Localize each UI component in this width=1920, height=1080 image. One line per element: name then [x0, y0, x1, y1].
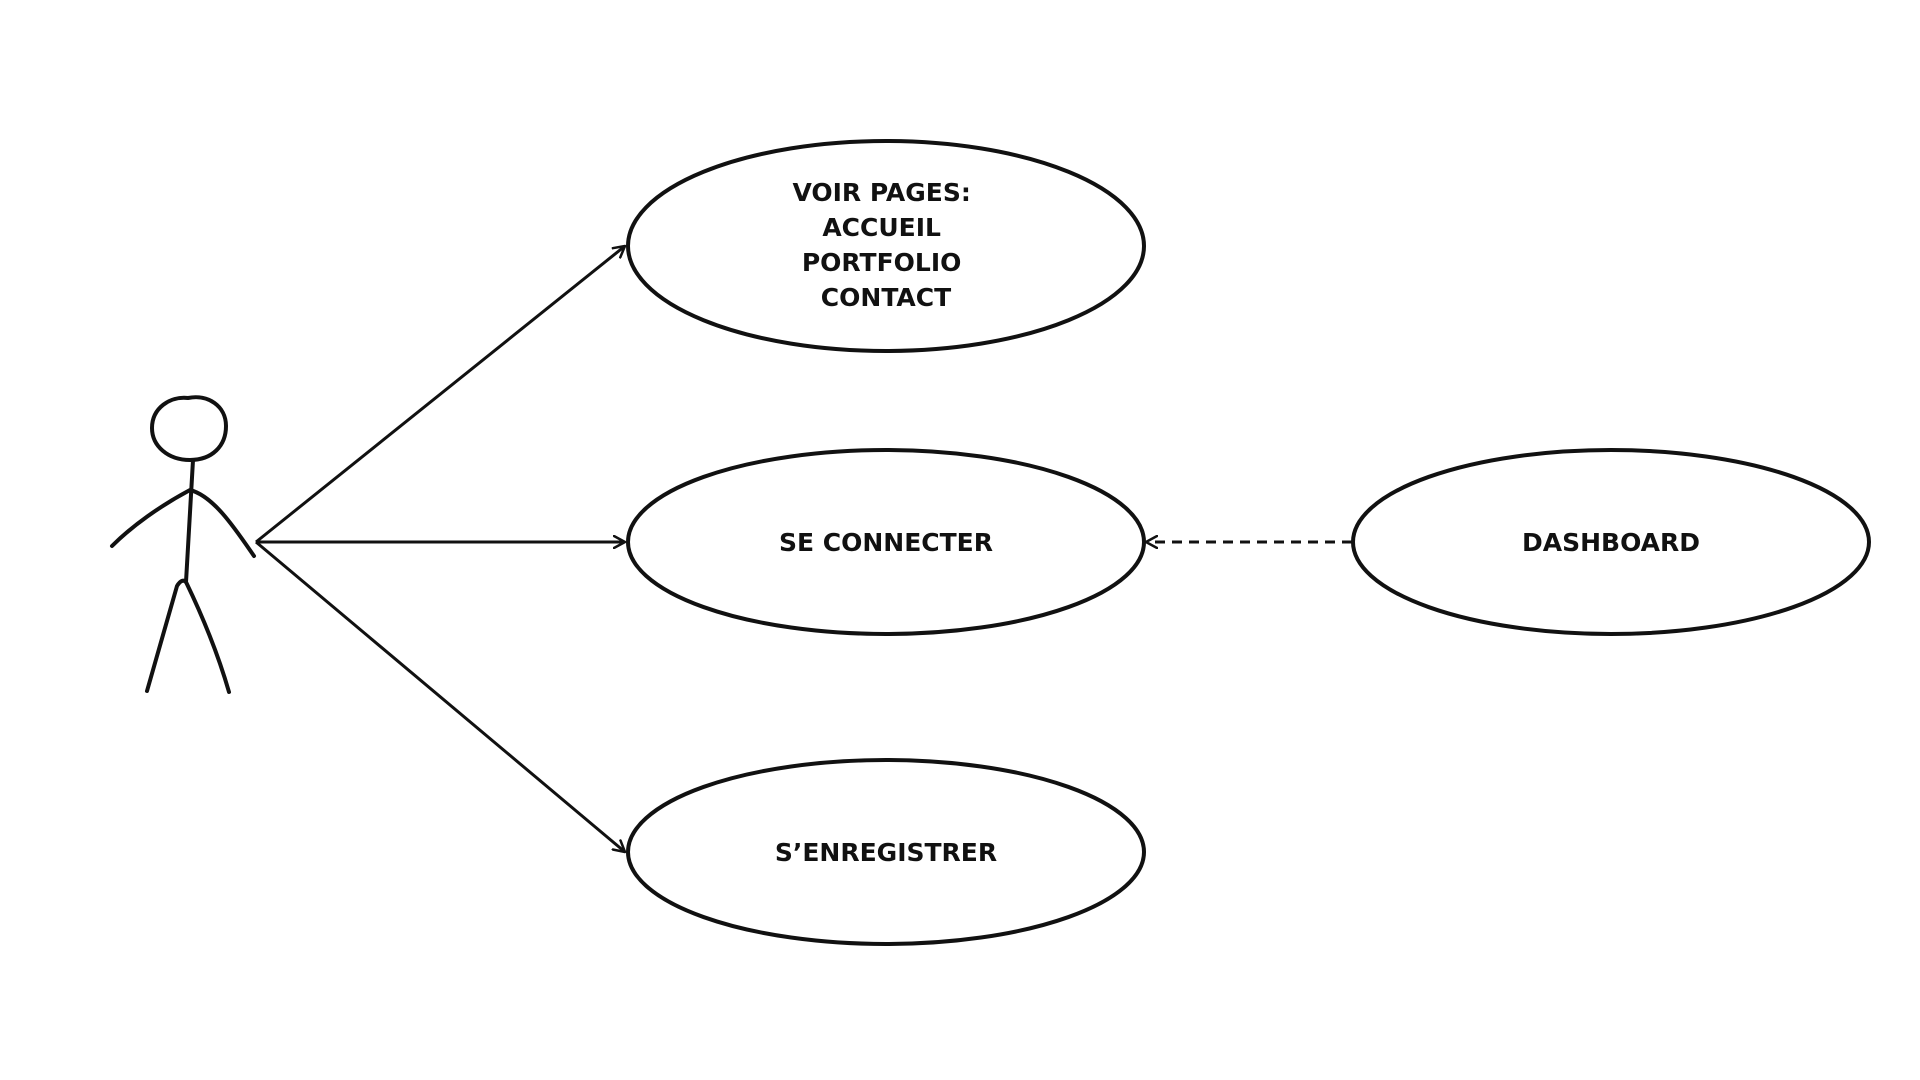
- association-s-enregistrer: [255, 540, 625, 852]
- use-case-s-enregistrer: S’ENREGISTRER: [626, 758, 1146, 946]
- svg-text:VOIR PAGES: ACCUEIL: VOIR PAGES: ACCUEIL PORTFOLIO CONTACT: [792, 178, 979, 312]
- use-case-voir-pages-line-4: CONTACT: [821, 283, 951, 312]
- actor-body: [184, 458, 195, 584]
- association-voir-pages: [255, 246, 625, 544]
- use-case-voir-pages-line-2: ACCUEIL: [822, 213, 941, 242]
- use-case-voir-pages: VOIR PAGES: ACCUEIL PORTFOLIO CONTACT: [626, 139, 1146, 353]
- use-case-voir-pages-line-1: VOIR PAGES:: [792, 178, 970, 207]
- use-case-dashboard: DASHBOARD: [1351, 448, 1871, 636]
- use-case-voir-pages-line-3: PORTFOLIO: [802, 248, 962, 277]
- actor-head: [150, 395, 228, 462]
- actor-stick-figure: [110, 395, 256, 694]
- use-case-se-connecter-label: SE CONNECTER: [779, 528, 993, 557]
- use-case-s-enregistrer-label: S’ENREGISTRER: [775, 838, 997, 867]
- actor-legs: [145, 578, 231, 694]
- use-case-se-connecter: SE CONNECTER: [626, 448, 1146, 636]
- use-case-dashboard-label: DASHBOARD: [1522, 528, 1700, 557]
- actor-arms: [110, 488, 256, 558]
